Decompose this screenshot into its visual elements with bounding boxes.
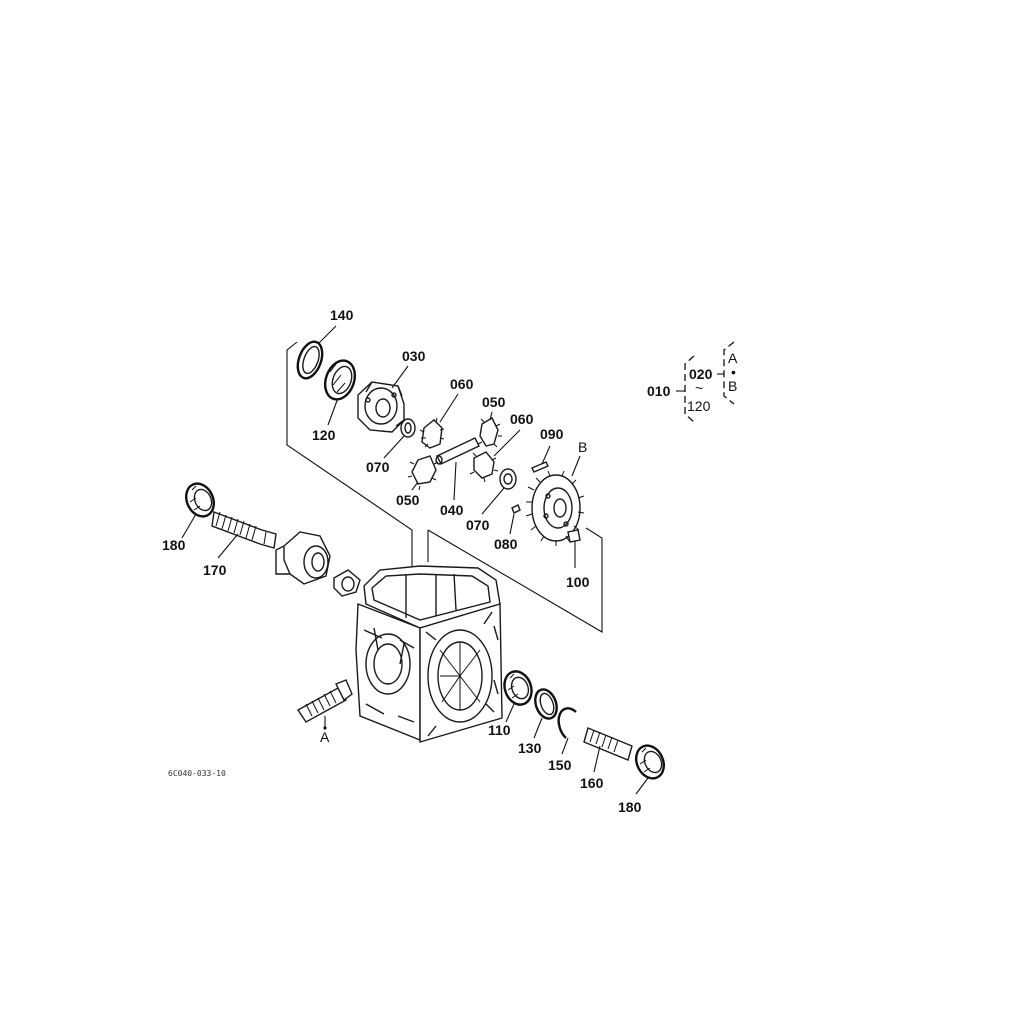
legend-option-A: A — [728, 350, 738, 366]
part-shaft-A — [296, 679, 353, 730]
label-100: 100 — [566, 574, 590, 590]
part-120-bearing — [323, 359, 357, 401]
part-060-pinion-lower — [469, 451, 499, 483]
label-080: 080 — [494, 536, 518, 552]
transmission-case — [355, 565, 503, 743]
legend-option-B: B — [728, 378, 737, 394]
label-050-lower: 050 — [396, 492, 420, 508]
part-090-pin — [531, 461, 549, 473]
part-ring-gear-B — [525, 470, 585, 546]
legend-020: 020 — [689, 366, 713, 382]
part-hub-coupling — [275, 531, 331, 585]
part-110-bearing — [503, 670, 533, 706]
part-180-bearing-left — [185, 482, 215, 518]
part-160-shaft — [583, 727, 633, 761]
part-070-washer-left — [400, 418, 416, 438]
part-050-side-gear-upper — [477, 417, 502, 448]
label-090: 090 — [540, 426, 564, 442]
label-110: 110 — [488, 722, 511, 738]
leader-lines — [181, 325, 649, 795]
part-150-snap-ring — [557, 707, 577, 739]
legend-dot: • — [731, 364, 736, 380]
part-labels: 140 030 120 060 050 060 090 B 070 050 04… — [162, 307, 642, 815]
part-080-pin — [511, 504, 521, 514]
part-180-bearing-right — [635, 744, 665, 780]
legend-tilde: ~ — [695, 380, 703, 396]
part-030-diff-case — [357, 381, 405, 433]
assembly-legend: 010 020 ~ 120 A • B — [647, 341, 738, 423]
label-050-upper: 050 — [482, 394, 506, 410]
part-100-bolt — [567, 529, 581, 568]
label-140: 140 — [330, 307, 354, 323]
label-030: 030 — [402, 348, 426, 364]
label-B: B — [578, 439, 587, 455]
part-050-side-gear-lower — [407, 455, 439, 491]
part-040-pinion-shaft — [435, 437, 480, 465]
label-150: 150 — [548, 757, 572, 773]
part-060-pinion-upper — [419, 417, 445, 449]
label-160: 160 — [580, 775, 604, 791]
label-180-right: 180 — [618, 799, 642, 815]
label-180-left: 180 — [162, 537, 186, 553]
label-070-right: 070 — [466, 517, 490, 533]
part-130-shim — [534, 688, 558, 720]
part-small-coupler — [333, 569, 361, 597]
label-130: 130 — [518, 740, 542, 756]
label-060-upper: 060 — [450, 376, 474, 392]
legend-120: 120 — [687, 398, 711, 414]
label-120: 120 — [312, 427, 336, 443]
part-140-shim — [296, 340, 324, 380]
label-060-lower: 060 — [510, 411, 534, 427]
drawing-code: 6C040-033-10 — [168, 769, 226, 778]
part-170-shaft — [211, 511, 277, 549]
label-070-left: 070 — [366, 459, 390, 475]
label-170: 170 — [203, 562, 227, 578]
part-070-washer-right — [499, 468, 517, 490]
label-A: A — [320, 729, 330, 745]
assembly-bracket-lines — [286, 341, 603, 633]
legend-010: 010 — [647, 383, 671, 399]
label-040: 040 — [440, 502, 464, 518]
